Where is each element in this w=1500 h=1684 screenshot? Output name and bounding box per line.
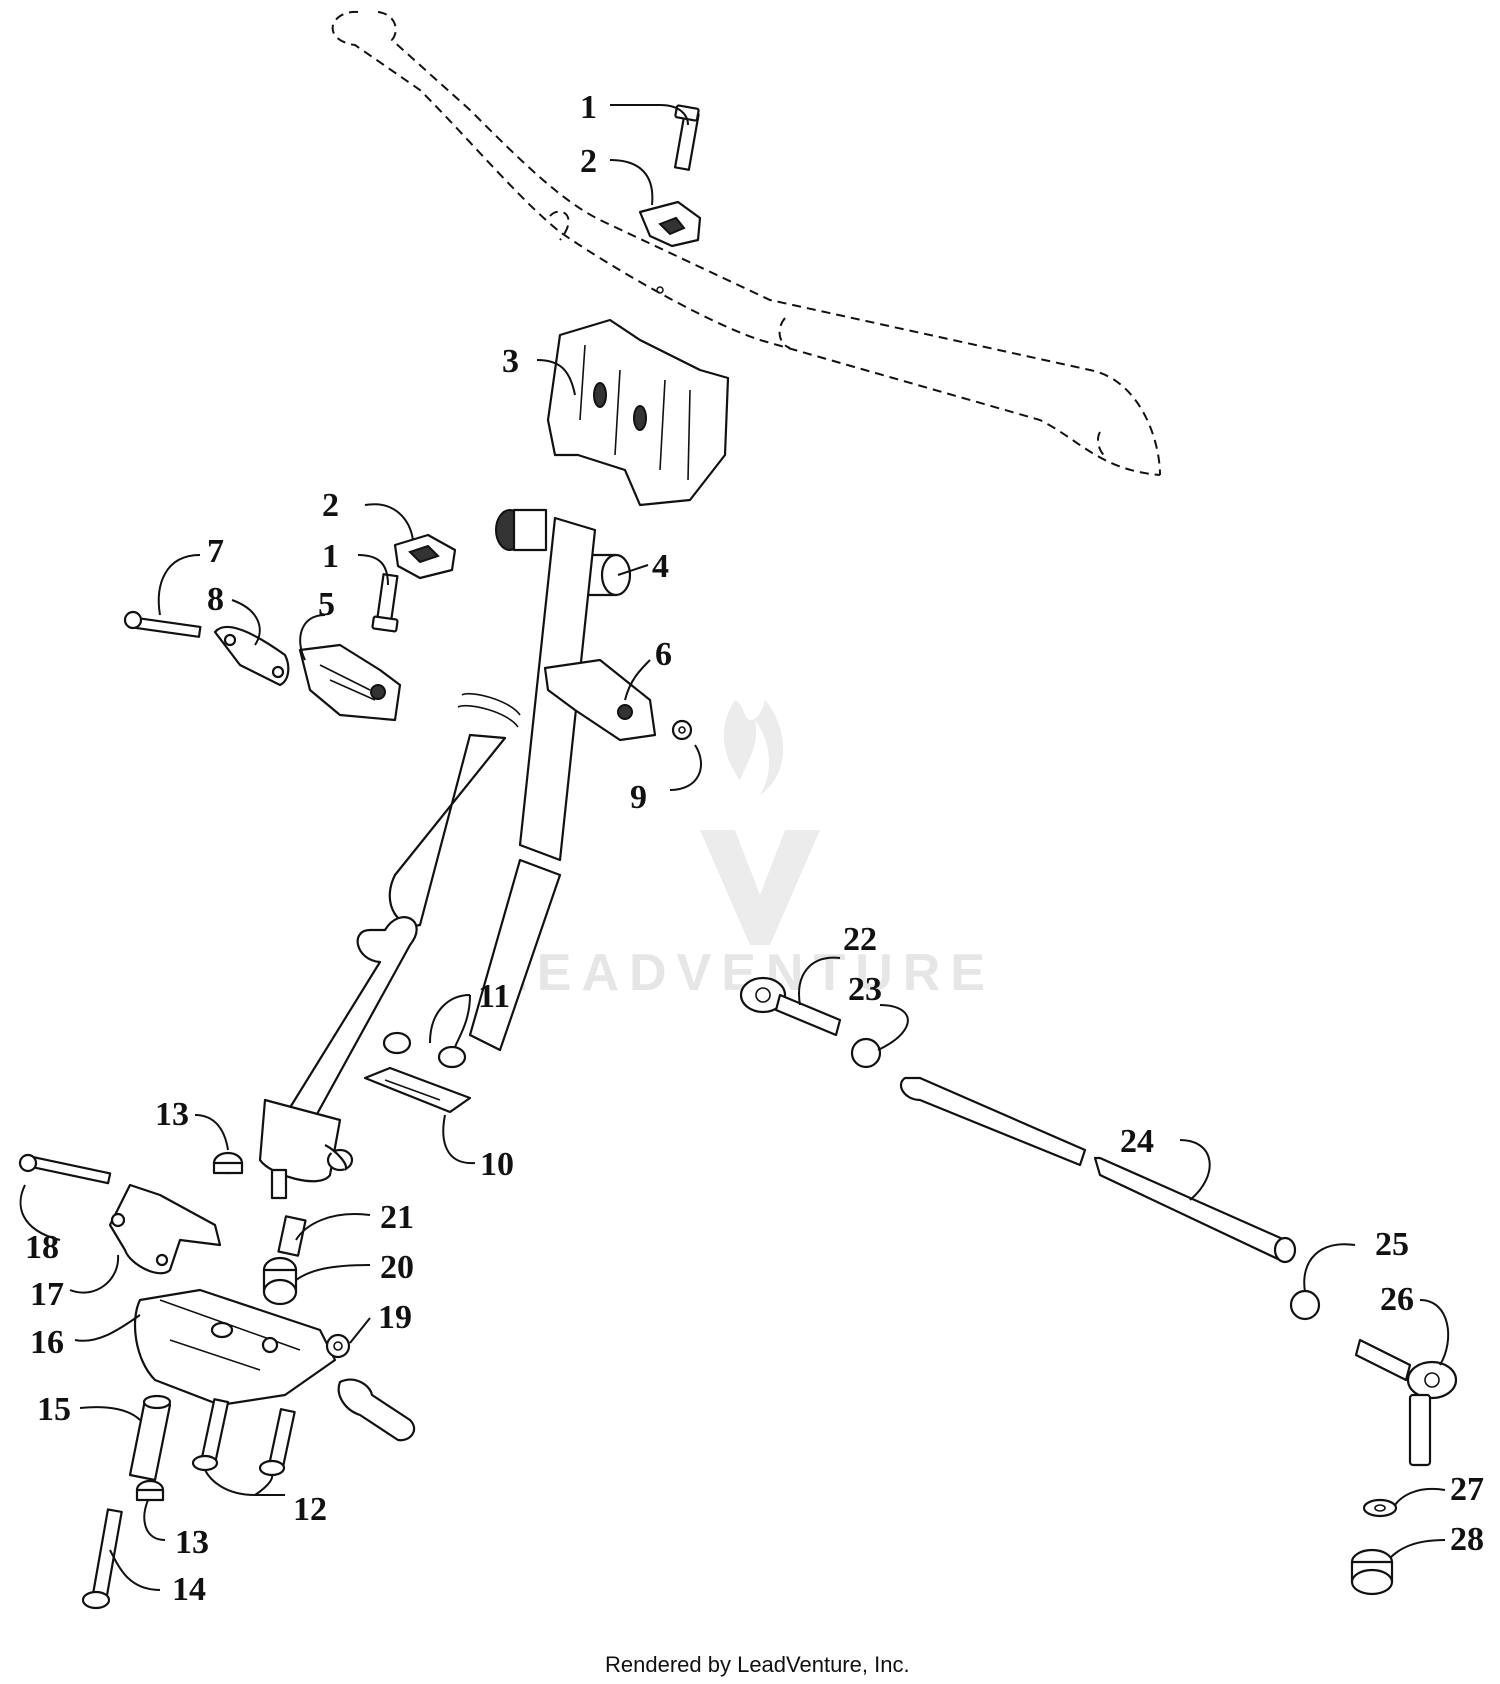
part-8-bracket: [213, 625, 290, 687]
part-17-bracket: [108, 1183, 222, 1275]
part-28-nut: [1350, 1548, 1394, 1596]
part-2-clamp-upper: [638, 200, 702, 248]
callout-3: 3: [502, 343, 519, 380]
callout-13-upper: 13: [155, 1096, 189, 1133]
part-15-sleeve: [128, 1394, 172, 1482]
part-14-bolt: [81, 1508, 123, 1610]
pinion-shaft-end: [337, 1378, 416, 1442]
part-5-clamp: [298, 643, 402, 722]
callout-9: 9: [630, 779, 647, 816]
part-19-nut: [325, 1333, 351, 1359]
callout-1-lower: 1: [322, 538, 339, 575]
watermark-v-icon: [700, 830, 820, 945]
callout-17: 17: [30, 1276, 64, 1313]
callout-25: 25: [1375, 1226, 1409, 1263]
callout-8: 8: [207, 581, 224, 618]
part-24-tie-rod: [899, 1076, 1297, 1264]
part-1-bolt-upper: [673, 104, 700, 171]
callout-labels: 1 2 3 2 1 4 7 8 5 6 9 11 10 13 18 17 16 …: [25, 89, 1484, 1608]
callout-15: 15: [37, 1391, 71, 1428]
part-9-nut: [671, 719, 693, 741]
part-25-jam-nut: [1289, 1289, 1321, 1321]
callout-18: 18: [25, 1229, 59, 1266]
part-16-housing: [133, 1288, 337, 1407]
part-18-bolt: [18, 1153, 112, 1185]
part-26-tie-rod-end: [1354, 1338, 1458, 1467]
render-credit: Rendered by LeadVenture, Inc.: [605, 1652, 910, 1677]
part-13-nut-upper: [212, 1151, 244, 1175]
part-2-clamp-lower: [393, 533, 457, 580]
part-21-spacer: [277, 1215, 307, 1257]
callout-26: 26: [1380, 1281, 1414, 1318]
callout-24: 24: [1120, 1123, 1154, 1160]
part-10-plate: [363, 1066, 472, 1114]
callout-23: 23: [848, 971, 882, 1008]
part-27-washer: [1362, 1498, 1398, 1518]
part-11-nuts: [382, 1031, 467, 1069]
callout-22: 22: [843, 921, 877, 958]
callout-14: 14: [172, 1571, 206, 1608]
callout-21: 21: [380, 1199, 414, 1236]
watermark: LEADVENTURE: [495, 700, 995, 1002]
callout-28: 28: [1450, 1521, 1484, 1558]
callout-19: 19: [378, 1299, 412, 1336]
callout-1-upper: 1: [580, 89, 597, 126]
callout-2-upper: 2: [580, 143, 597, 180]
callout-12: 12: [293, 1491, 327, 1528]
callout-13-lower: 13: [175, 1524, 209, 1561]
part-6-clamp: [543, 658, 657, 742]
callout-5: 5: [318, 586, 335, 623]
callout-7: 7: [207, 533, 224, 570]
callout-11: 11: [478, 978, 510, 1015]
callout-16: 16: [30, 1324, 64, 1361]
part-22-tie-rod-end: [739, 976, 842, 1037]
callout-6: 6: [655, 636, 672, 673]
part-7-bolt: [123, 610, 202, 638]
callout-27: 27: [1450, 1471, 1484, 1508]
part-23-jam-nut: [850, 1037, 882, 1069]
part-1-bolt-lower: [371, 573, 399, 633]
part-13-nut-lower: [135, 1479, 165, 1502]
part-12-bolts: [191, 1398, 296, 1477]
handlebar-phantom: [331, 10, 1161, 476]
watermark-text: LEADVENTURE: [495, 944, 995, 1002]
callout-4: 4: [652, 548, 669, 585]
leader-lines: [19, 104, 1450, 1591]
callout-2-lower: 2: [322, 487, 339, 524]
callout-10: 10: [480, 1146, 514, 1183]
watermark-flame-icon: [723, 700, 784, 795]
callout-20: 20: [380, 1249, 414, 1286]
part-3-handlebar-clamp: [546, 318, 730, 507]
part-20-bushing: [262, 1256, 298, 1306]
